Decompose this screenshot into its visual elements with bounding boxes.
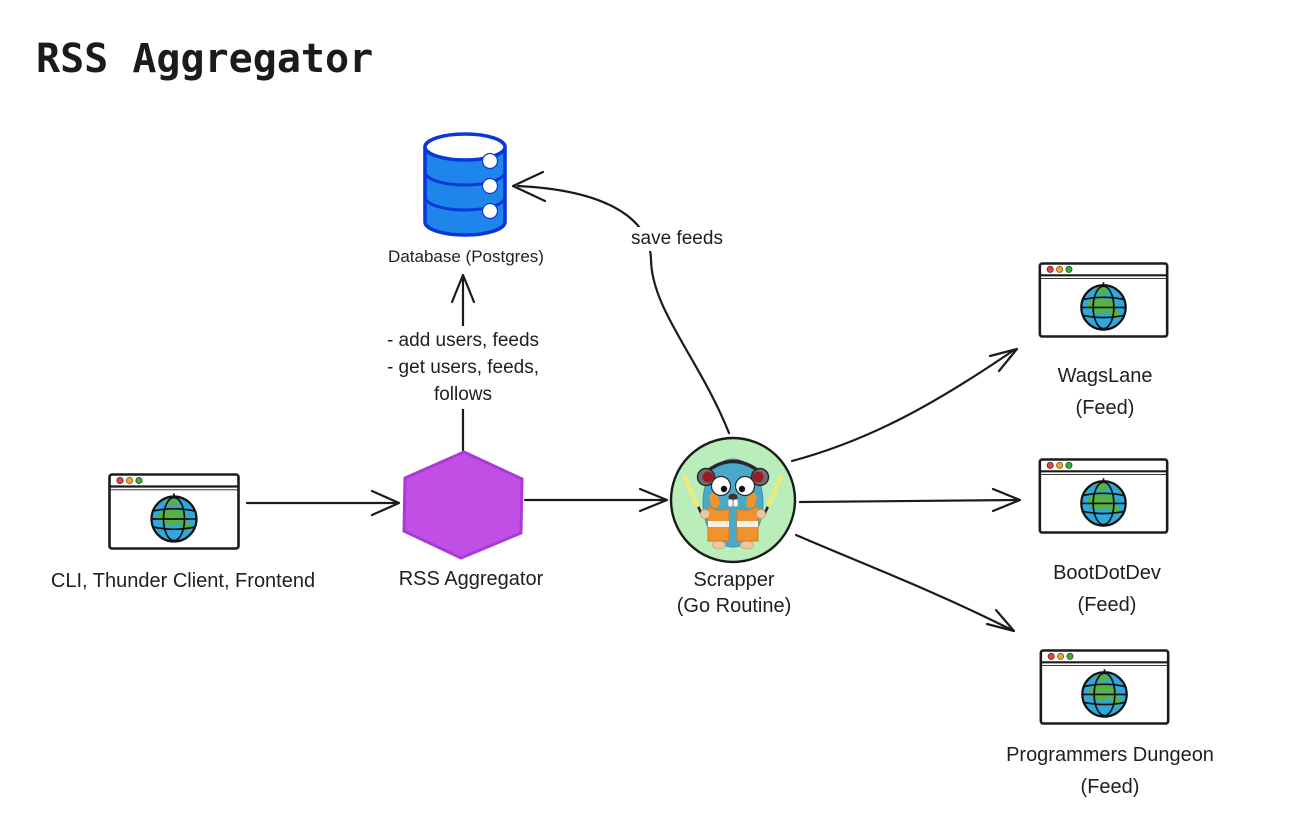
database-label: Database (Postgres) (388, 247, 544, 266)
client-browser-icon (110, 475, 239, 549)
arrow-client-to-aggregator (245, 489, 401, 517)
client-label: CLI, Thunder Client, Frontend (50, 570, 316, 592)
feed-browser-bootdotdev (1040, 459, 1167, 532)
arrow-scrapper-to-database (511, 170, 731, 435)
db-ops-line: - add users, feeds (386, 330, 540, 351)
scrapper-label: Scrapper (693, 569, 775, 591)
feed-sublabel-wagslane: (Feed) (1075, 397, 1135, 419)
feed-browser-wagslane (1040, 263, 1167, 336)
scrapper-sublabel: (Go Routine) (676, 595, 792, 617)
db-ops-note: - add users, feeds - get users, feeds, f… (380, 326, 546, 409)
feed-label-bootdotdev: BootDotDev (1053, 562, 1161, 584)
feed-label-wagslane: WagsLane (1057, 365, 1153, 387)
arrow-aggregator-to-scrapper (523, 487, 669, 513)
db-ops-line: - get users, feeds, (386, 357, 540, 378)
aggregator-hexagon (402, 450, 524, 560)
feed-label-dungeon: Programmers Dungeon (1006, 744, 1214, 766)
save-feeds-label: save feeds (625, 227, 729, 251)
database-icon (423, 132, 507, 237)
arrow-scrapper-to-wagslane (790, 347, 1019, 463)
db-ops-line: follows (433, 384, 493, 405)
feed-browser-dungeon (1041, 650, 1168, 723)
scrapper-circle (669, 436, 797, 564)
gopher-icon (682, 458, 784, 550)
diagram-title: RSS Aggregator (36, 36, 374, 82)
arrow-scrapper-to-bootdotdev (798, 487, 1022, 513)
feed-sublabel-bootdotdev: (Feed) (1077, 594, 1137, 616)
feed-sublabel-dungeon: (Feed) (1080, 776, 1140, 798)
aggregator-label: RSS Aggregator (398, 568, 544, 590)
arrow-scrapper-to-dungeon (794, 533, 1016, 633)
